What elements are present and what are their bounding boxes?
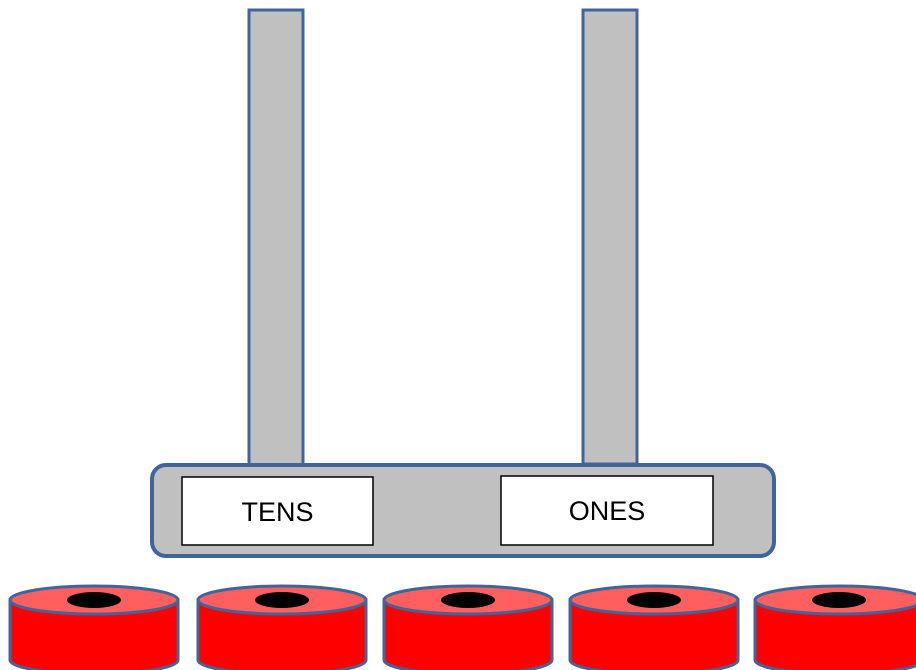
- tens-label: TENS: [241, 497, 313, 527]
- bead-hole: [627, 592, 681, 608]
- ones-label: ONES: [569, 496, 646, 526]
- tens-label-box: TENS: [181, 476, 374, 546]
- bead-body: [753, 598, 916, 670]
- bead-row: [8, 584, 916, 670]
- bead-body: [382, 598, 554, 670]
- bead: [568, 584, 740, 670]
- ones-rod: [581, 8, 639, 466]
- bead-body: [568, 598, 740, 670]
- bead: [753, 584, 916, 670]
- bead-body: [196, 598, 368, 670]
- bead-hole: [441, 592, 495, 608]
- bead-body: [8, 598, 180, 670]
- ones-label-box: ONES: [500, 475, 714, 546]
- bead: [382, 584, 554, 670]
- bead-hole: [255, 592, 309, 608]
- bead: [196, 584, 368, 670]
- bead: [8, 584, 180, 670]
- bead-hole: [812, 592, 866, 608]
- bead-hole: [67, 592, 121, 608]
- tens-rod: [247, 8, 305, 476]
